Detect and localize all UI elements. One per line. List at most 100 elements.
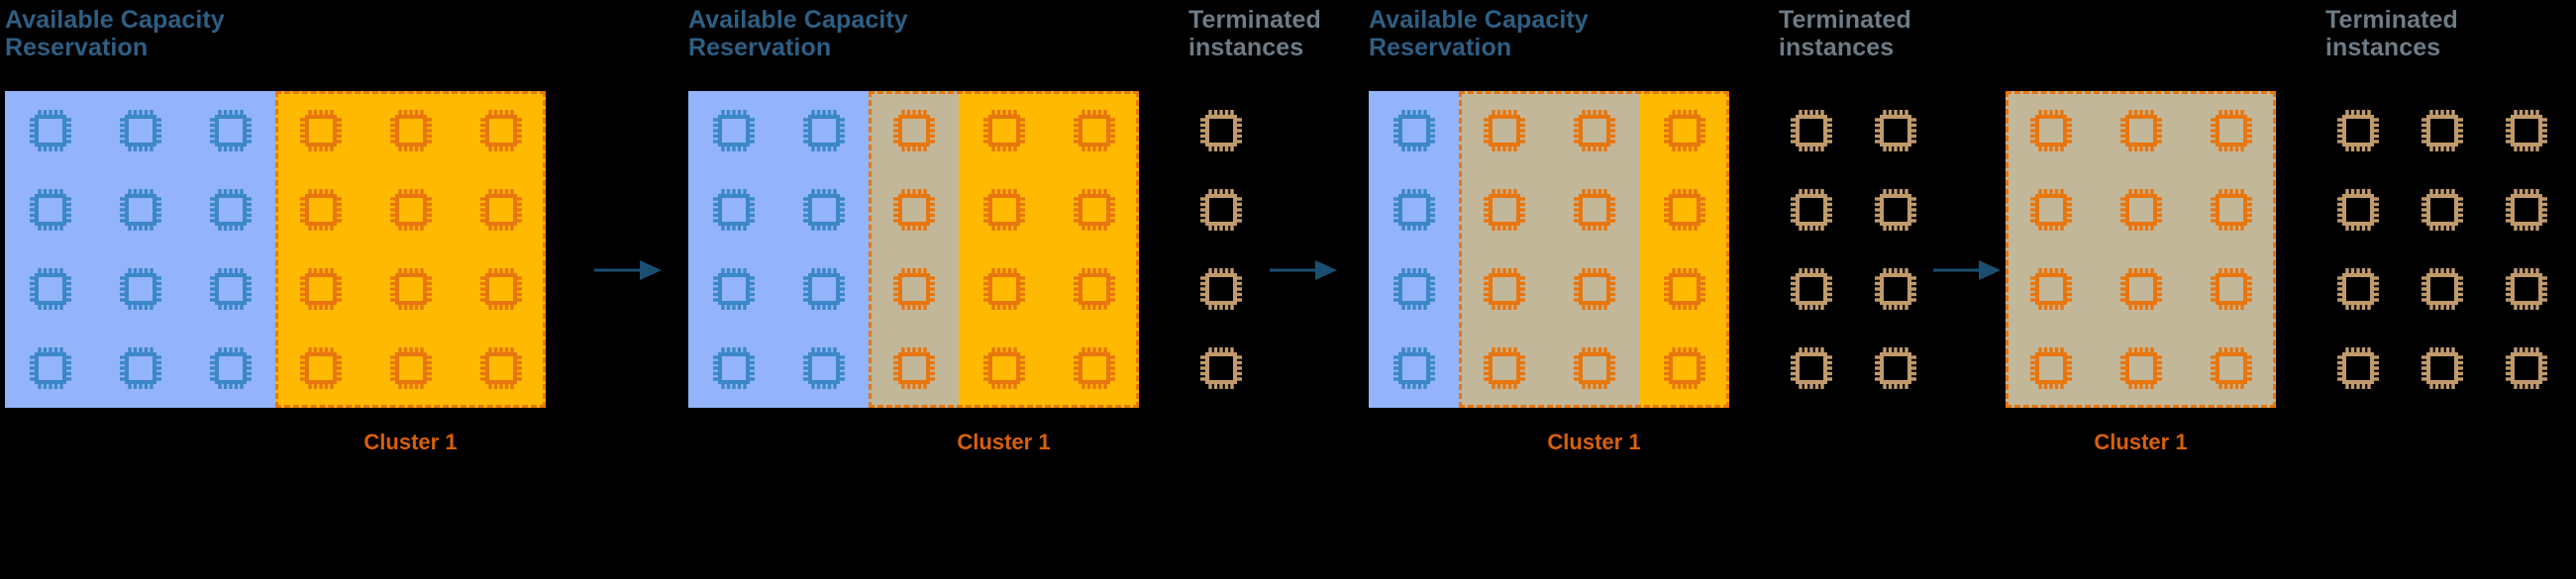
available-capacity-reservation-heading: Available Capacity Reservation <box>688 6 908 61</box>
cpu-chip-icon <box>802 268 845 310</box>
instance-cell <box>1662 108 1707 153</box>
instance-cell <box>801 187 847 233</box>
cpu-chip-icon <box>1199 347 1242 389</box>
cpu-chip-icon <box>1199 189 1242 231</box>
terminated-instance-cell <box>1873 108 1918 153</box>
terminated-instance-cell <box>2420 266 2465 312</box>
instance-cell <box>2118 345 2164 391</box>
instance-cell <box>1072 345 1117 391</box>
instance-cell <box>1391 108 1437 153</box>
capacity-column-cluster <box>1639 91 1729 408</box>
terminated-column <box>1853 91 1937 408</box>
cpu-chip-icon <box>2210 347 2252 389</box>
instance-cell <box>208 345 254 391</box>
cpu-chip-icon <box>1392 268 1435 310</box>
cpu-chip-icon <box>29 268 71 310</box>
cpu-chip-icon <box>2210 110 2252 151</box>
instance-cell <box>388 187 434 233</box>
cpu-chip-icon <box>1874 268 1916 310</box>
instance-cell <box>1391 345 1437 391</box>
terminated-instances-grid <box>1769 91 1937 408</box>
instance-cell <box>298 345 344 391</box>
instance-cell <box>801 345 847 391</box>
terminated-instance-cell <box>1789 266 1834 312</box>
capacity-grid <box>2006 91 2276 408</box>
terminated-instance-cell <box>2335 345 2381 391</box>
cpu-chip-icon <box>389 347 432 389</box>
cpu-chip-icon <box>982 268 1025 310</box>
cpu-chip-icon <box>119 110 161 151</box>
terminated-instance-cell <box>1873 345 1918 391</box>
instance-cell <box>118 345 163 391</box>
capacity-column-cluster <box>275 91 365 408</box>
cpu-chip-icon <box>389 189 432 231</box>
instance-cell <box>891 108 937 153</box>
instance-cell <box>388 108 434 153</box>
capacity-grid <box>5 91 546 408</box>
cpu-chip-icon <box>982 110 1025 151</box>
cpu-chip-icon <box>1790 347 1832 389</box>
cpu-chip-icon <box>1392 347 1435 389</box>
capacity-column-available <box>688 91 778 408</box>
cpu-chip-icon <box>299 347 342 389</box>
arrow-right-icon <box>1270 260 1337 280</box>
instance-cell <box>478 108 524 153</box>
cpu-chip-icon <box>299 189 342 231</box>
cpu-chip-icon <box>1663 268 1705 310</box>
cpu-chip-icon <box>1790 268 1832 310</box>
cpu-chip-icon <box>1392 189 1435 231</box>
instance-cell <box>801 266 847 312</box>
instance-cell <box>711 187 757 233</box>
instance-cell <box>1072 108 1117 153</box>
instance-cell <box>118 266 163 312</box>
instance-cell <box>1391 266 1437 312</box>
cpu-chip-icon <box>2421 189 2463 231</box>
cpu-chip-icon <box>2029 189 2072 231</box>
instance-cell <box>478 266 524 312</box>
cpu-chip-icon <box>2029 268 2072 310</box>
cpu-chip-icon <box>479 189 522 231</box>
cpu-chip-icon <box>712 268 755 310</box>
terminated-instance-cell <box>1198 266 1244 312</box>
instance-cell <box>2028 266 2074 312</box>
instance-cell <box>1662 266 1707 312</box>
terminated-column <box>2316 91 2400 408</box>
cpu-chip-icon <box>1573 347 1615 389</box>
cpu-chip-icon <box>1663 110 1705 151</box>
cpu-chip-icon <box>209 268 252 310</box>
cpu-chip-icon <box>2119 110 2162 151</box>
instance-cell <box>2209 108 2254 153</box>
instance-cell <box>298 108 344 153</box>
cpu-chip-icon <box>2119 189 2162 231</box>
cpu-chip-icon <box>1874 189 1916 231</box>
instance-cell <box>711 108 757 153</box>
cpu-chip-icon <box>2029 110 2072 151</box>
cpu-chip-icon <box>2505 110 2547 151</box>
capacity-column-cluster <box>959 91 1049 408</box>
instance-cell <box>208 108 254 153</box>
cpu-chip-icon <box>2421 110 2463 151</box>
terminated-instance-cell <box>2504 345 2549 391</box>
cpu-chip-icon <box>389 110 432 151</box>
cpu-chip-icon <box>2421 268 2463 310</box>
instance-cell <box>118 187 163 233</box>
cpu-chip-icon <box>1573 268 1615 310</box>
terminated-instance-cell <box>1873 266 1918 312</box>
cpu-chip-icon <box>299 110 342 151</box>
cpu-chip-icon <box>209 189 252 231</box>
terminated-column <box>2484 91 2568 408</box>
cpu-chip-icon <box>2029 347 2072 389</box>
instance-cell <box>208 266 254 312</box>
terminated-instance-cell <box>2335 187 2381 233</box>
cpu-chip-icon <box>712 110 755 151</box>
cpu-chip-icon <box>119 189 161 231</box>
terminated-instance-cell <box>2335 108 2381 153</box>
cpu-chip-icon <box>29 347 71 389</box>
instance-cell <box>2028 108 2074 153</box>
instance-cell <box>1572 345 1617 391</box>
arrow-1 <box>594 259 662 281</box>
cpu-chip-icon <box>1573 189 1615 231</box>
capacity-column-cluster <box>2006 91 2096 408</box>
cpu-chip-icon <box>1874 110 1916 151</box>
